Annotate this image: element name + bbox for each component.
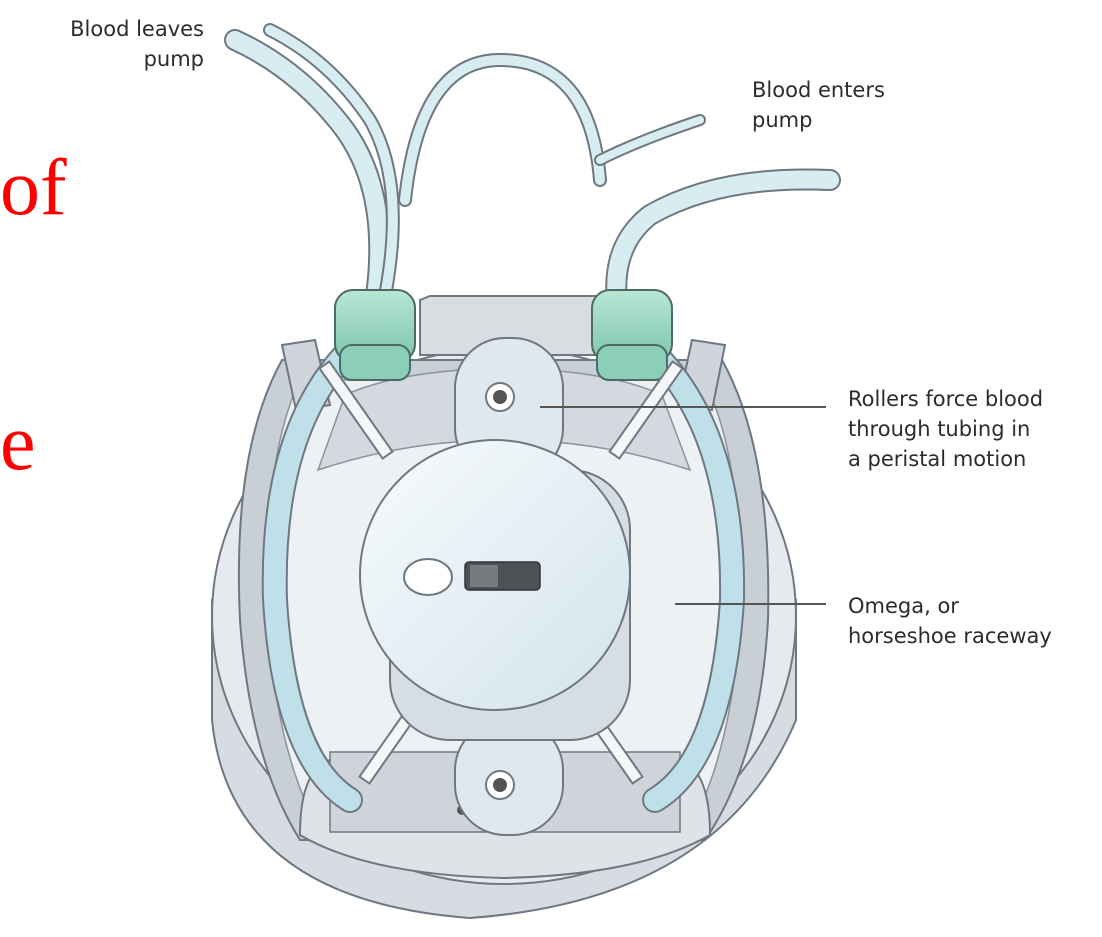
label-line: pump: [752, 105, 885, 135]
tube-connector-right: [592, 290, 672, 380]
label-line: pump: [34, 44, 204, 74]
label-line: Blood enters: [752, 75, 885, 105]
rotor-indicator: [404, 559, 452, 595]
tube-connector-left: [335, 290, 415, 380]
label-line: through tubing in: [848, 414, 1043, 444]
label-line: Rollers force blood: [848, 384, 1043, 414]
label-line: a peristal motion: [848, 444, 1043, 474]
label-blood-enters-pump: Blood enters pump: [752, 75, 885, 135]
label-blood-leaves-pump: Blood leaves pump: [34, 14, 204, 74]
label-raceway: Omega, or horseshoe raceway: [848, 591, 1052, 651]
label-line: Blood leaves: [34, 14, 204, 44]
label-rollers: Rollers force blood through tubing in a …: [848, 384, 1043, 474]
label-line: Omega, or: [848, 591, 1052, 621]
label-line: horseshoe raceway: [848, 621, 1052, 651]
